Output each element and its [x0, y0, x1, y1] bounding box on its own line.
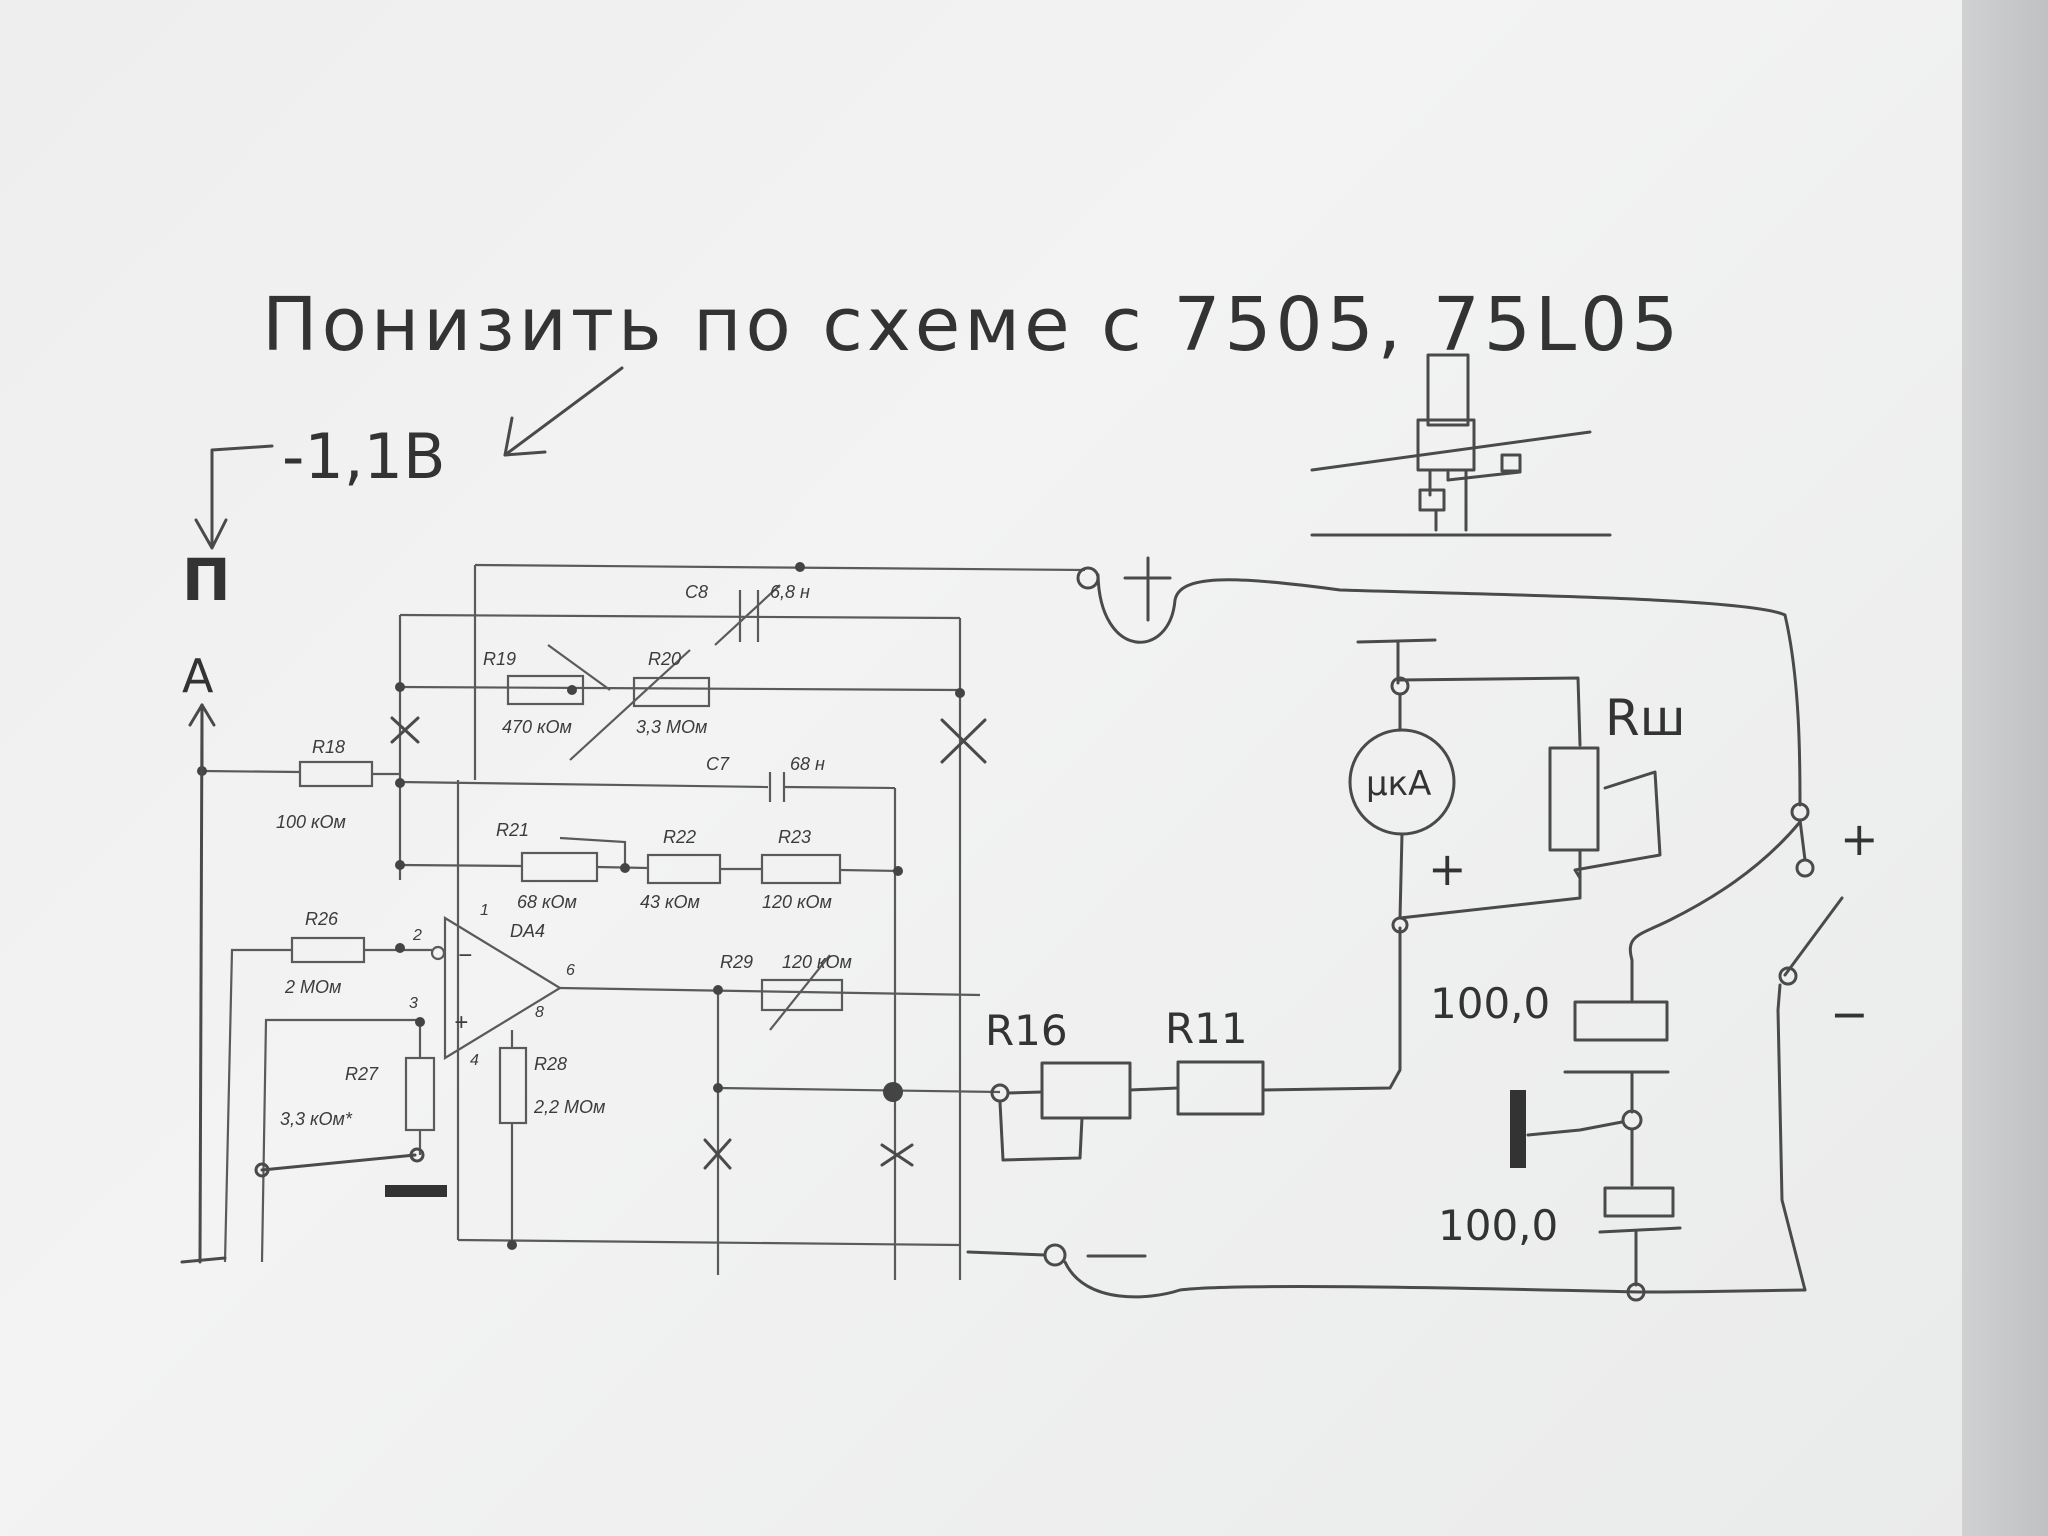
- pin-6: 6: [566, 962, 575, 979]
- r29-label: R29: [720, 952, 753, 972]
- r29-value: 120 кОм: [782, 952, 852, 972]
- c7-value: 68 н: [790, 754, 825, 774]
- r23-value: 120 кОм: [762, 892, 832, 912]
- r28-value: 2,2 МОм: [533, 1097, 605, 1117]
- r21-label: R21: [496, 820, 529, 840]
- input-a-label: А: [182, 649, 214, 703]
- cap-top-value: 100,0: [1430, 979, 1550, 1028]
- pin-1: 1: [480, 902, 489, 919]
- ground-block: [1510, 1090, 1526, 1168]
- opamp-plus: +: [454, 1009, 468, 1036]
- input-p-label: П: [182, 546, 231, 614]
- r21-value: 68 кОм: [517, 892, 577, 912]
- r20-value: 3,3 МОм: [636, 717, 707, 737]
- opamp-label: DA4: [510, 921, 545, 941]
- ground-bar: [385, 1185, 447, 1197]
- printed-schematic: C8 6,8 н R19 470 кОм R20 3,3 МОм R18 100…: [197, 562, 1086, 1280]
- meter-label: μкА: [1366, 764, 1431, 804]
- meter-plus: +: [1428, 842, 1467, 896]
- opamp-minus: −: [458, 942, 472, 969]
- pin-8: 8: [535, 1004, 544, 1021]
- r27-label: R27: [345, 1064, 379, 1084]
- r20-label: R20: [648, 649, 681, 669]
- r23-label: R23: [778, 827, 811, 847]
- pin-3: 3: [409, 995, 418, 1012]
- switch-minus: −: [1830, 987, 1869, 1041]
- voltage-note: -1,1В: [282, 420, 446, 493]
- header-arrow-shaft: [503, 366, 624, 457]
- r22-label: R22: [663, 827, 696, 847]
- r26-value: 2 МОм: [284, 977, 341, 997]
- c7-label: C7: [706, 754, 730, 774]
- r18-label: R18: [312, 737, 345, 757]
- r26-label: R26: [305, 909, 339, 929]
- voltage-arrow-head: [194, 518, 228, 550]
- r18-value: 100 кОм: [276, 812, 346, 832]
- regulator-sketch: [1310, 353, 1612, 537]
- paper-fold-shadow: [1962, 0, 2048, 1536]
- r28-label: R28: [534, 1054, 567, 1074]
- r11-label: R11: [1165, 1004, 1248, 1053]
- r22-value: 43 кОм: [640, 892, 700, 912]
- switch-plus: +: [1840, 812, 1879, 866]
- c8-label: C8: [685, 582, 708, 602]
- pin-4: 4: [470, 1052, 479, 1069]
- r19-label: R19: [483, 649, 516, 669]
- header-arrow-head: [503, 416, 547, 457]
- cap-bottom-value: 100,0: [1438, 1201, 1558, 1250]
- voltage-arrow: [210, 444, 274, 547]
- c8-value: 6,8 н: [770, 582, 810, 602]
- r27-value: 3,3 кОм*: [280, 1109, 353, 1129]
- r16-label: R16: [985, 1006, 1068, 1055]
- rsh-label: Rш: [1605, 689, 1686, 747]
- hand-modifications: R16 R11 μкА + Rш + −: [180, 556, 1879, 1302]
- pin-2: 2: [412, 927, 422, 944]
- r19-value: 470 кОм: [502, 717, 572, 737]
